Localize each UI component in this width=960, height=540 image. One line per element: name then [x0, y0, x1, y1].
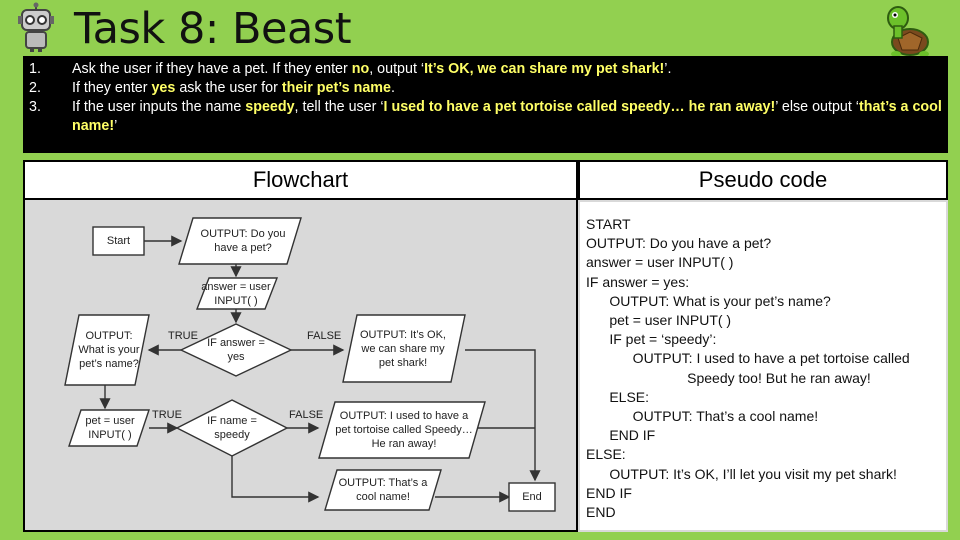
flowchart-heading: Flowchart	[23, 160, 578, 200]
task-number: 3.	[29, 99, 41, 115]
robot-logo-icon	[18, 2, 54, 52]
pseudocode-line: IF pet = ‘speedy’:	[586, 331, 717, 348]
pseudocode-line: OUTPUT: It’s OK, I’ll let you visit my p…	[586, 465, 897, 482]
pseudocode-line: IF answer = yes:	[586, 273, 690, 290]
task-highlight: speedy	[245, 99, 295, 115]
task-text: Ask the user if they have a pet. If they…	[72, 60, 671, 79]
turtle-icon	[887, 6, 929, 57]
flowchart-heading-label: Flowchart	[25, 162, 576, 198]
task-list: 1. Ask the user if they have a pet. If th…	[29, 60, 942, 136]
output-tortoise-node: OUTPUT: I used to have a pet tortoise ca…	[335, 410, 473, 450]
pseudocode-line: OUTPUT: That’s a cool name!	[586, 408, 819, 425]
task-highlight: I used to have a pet tortoise called spe…	[383, 99, 776, 115]
pseudocode-line: ELSE:	[586, 388, 650, 405]
task-text-part: ask the user for	[175, 80, 282, 96]
task-highlight: yes	[151, 80, 176, 96]
pet-input-node: pet = user INPUT( )	[85, 415, 135, 441]
page-title: Task 8: Beast	[74, 4, 352, 54]
decision-answer-node: IF answer = yes	[207, 337, 265, 363]
task-text-part: ’ else output ‘	[775, 99, 859, 115]
pseudocode-line: pet = user INPUT( )	[586, 312, 732, 329]
task-text-part: .	[390, 80, 395, 96]
task-item: 2. If they enter yes ask the user for the…	[29, 79, 942, 98]
pseudocode-line: END IF	[586, 484, 632, 501]
task-item: 3. If the user inputs the name speedy, te…	[29, 98, 942, 136]
task-text: If the user inputs the name speedy, tell…	[72, 98, 942, 136]
false-label: FALSE	[307, 330, 342, 342]
true-label: TRUE	[152, 409, 182, 421]
output-ok-node: OUTPUT: It’s OK, we can share my pet sha…	[360, 329, 446, 369]
task-text-part: ’.	[664, 61, 672, 77]
pseudocode-lines: START OUTPUT: Do you have a pet? answer = …	[586, 215, 940, 522]
output-have-pet-node: OUTPUT: Do you have a pet?	[200, 228, 286, 254]
task-text: If they enter yes ask the user for their…	[72, 79, 395, 98]
task-item: 1. Ask the user if they have a pet. If th…	[29, 60, 942, 79]
pseudocode-line: END IF	[586, 427, 656, 444]
false-label: FALSE	[289, 409, 324, 421]
answer-input-node: answer = user INPUT( )	[201, 280, 271, 307]
task-highlight: that’s a cool name!	[72, 99, 942, 134]
pseudocode-heading: Pseudo code	[578, 160, 948, 200]
flowchart-panel: Start OUTPUT: Do you have a pet? answer …	[23, 200, 578, 532]
task-number: 1.	[29, 61, 41, 77]
start-node: Start	[106, 235, 131, 247]
pseudocode-line: ELSE:	[586, 446, 626, 463]
task-text-part: Ask the user if they have a pet. If they…	[72, 61, 352, 77]
task-instructions: 1. Ask the user if they have a pet. If th…	[23, 56, 948, 153]
pseudocode-line: END	[586, 504, 616, 521]
pseudocode-line: OUTPUT: Do you have a pet?	[586, 235, 772, 252]
task-highlight: their pet’s name	[281, 80, 391, 96]
true-label: TRUE	[168, 330, 198, 342]
pseudocode-panel: START OUTPUT: Do you have a pet? answer = …	[578, 200, 948, 532]
flowchart-connectors	[64, 217, 556, 512]
pseudocode-heading-label: Pseudo code	[580, 162, 946, 198]
task-number: 2.	[29, 80, 41, 96]
task-text-part: ’	[114, 118, 118, 134]
output-pet-name-node: OUTPUT: What is your pet’s name?	[78, 330, 140, 370]
pseudocode-line: OUTPUT: What is your pet’s name?	[586, 292, 831, 309]
end-node: End	[522, 491, 542, 503]
task-text-part: If the user inputs the name	[72, 99, 246, 115]
pseudocode-line: Speedy too! But he ran away!	[586, 369, 871, 386]
task-highlight: no	[351, 61, 370, 77]
task-highlight: It’s OK, we can share my pet shark!	[424, 61, 665, 77]
decision-name-node: IF name = speedy	[207, 415, 257, 441]
pseudocode-line: answer = user INPUT( )	[586, 254, 734, 271]
output-cool-node: OUTPUT: That’s a cool name!	[338, 477, 428, 503]
task-text-part: , tell the user ‘	[294, 99, 384, 115]
pseudocode-line: START	[586, 216, 631, 232]
pseudocode-line: OUTPUT: I used to have a pet tortoise ca…	[586, 350, 910, 367]
task-text-part: If they enter	[72, 80, 152, 96]
task-text-part: , output ‘	[369, 61, 425, 77]
